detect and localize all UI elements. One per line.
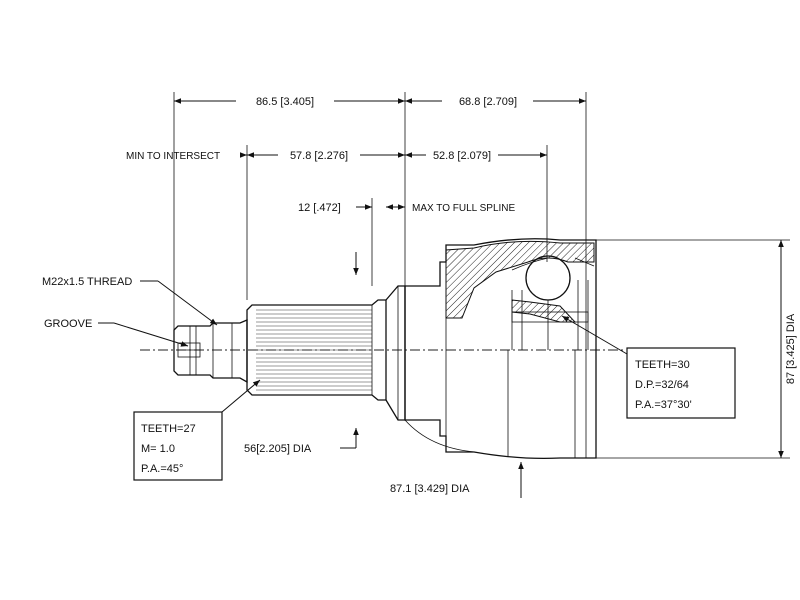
bell-housing <box>404 238 597 460</box>
thread-label: M22x1.5 THREAD <box>42 276 132 288</box>
extension-lines <box>173 92 790 459</box>
right-pressure-angle-text: P.A.=37°30' <box>635 399 692 411</box>
max-full-spline-text: MAX TO FULL SPLINE <box>412 203 516 214</box>
dimension-dia-87-1: 87.1 [3.429] DIA <box>390 462 524 498</box>
dim-spline-length-text: 52.8 [2.079] <box>433 150 491 162</box>
dimension-dia-56: 56[2.205] DIA <box>244 252 359 455</box>
groove-label: GROOVE <box>44 318 92 330</box>
dimension-min-to-intersect: MIN TO INTERSECT 57.8 [2.276] <box>126 150 405 162</box>
dim-height-text: 87 [3.425] DIA <box>785 313 797 384</box>
threaded-end <box>173 319 248 384</box>
dim-spline-offset-text: 12 [.472] <box>298 202 341 214</box>
dim-dia-87-1-text: 87.1 [3.429] DIA <box>390 483 470 495</box>
thread-callout: M22x1.5 THREAD <box>42 276 218 326</box>
dim-overall-left-text: 86.5 [3.405] <box>256 96 314 108</box>
min-to-intersect-label: MIN TO INTERSECT <box>126 151 220 162</box>
dim-dia-56-text: 56[2.205] DIA <box>244 443 312 455</box>
dimension-spline-offset: 12 [.472] MAX TO FULL SPLINE <box>298 202 516 214</box>
right-spline-spec-box: TEETH=30 D.P.=32/64 P.A.=37°30' <box>561 315 736 419</box>
hub-neck <box>385 285 406 421</box>
left-spline-spec-box: TEETH=27 M= 1.0 P.A.=45° <box>133 379 261 481</box>
inner-race-assembly <box>511 255 595 350</box>
right-dp-text: D.P.=32/64 <box>635 379 689 391</box>
right-teeth-text: TEETH=30 <box>635 359 690 371</box>
cage-section <box>511 299 577 323</box>
dim-min-to-intersect-text: 57.8 [2.276] <box>290 150 348 162</box>
left-teeth-text: TEETH=27 <box>141 423 196 435</box>
housing-section-hatch <box>445 240 595 319</box>
dimension-overall-right: 68.8 [2.709] <box>405 96 586 108</box>
ball <box>525 255 571 301</box>
dimension-height: 87 [3.425] DIA <box>778 240 797 458</box>
dimension-overall-left: 86.5 [3.405] <box>174 96 405 108</box>
left-pressure-angle-text: P.A.=45° <box>141 463 183 475</box>
dimension-spline-length: 52.8 [2.079] <box>405 150 547 162</box>
groove-callout: GROOVE <box>44 318 189 347</box>
dim-overall-right-text: 68.8 [2.709] <box>459 96 517 108</box>
left-module-text: M= 1.0 <box>141 443 175 455</box>
outer-spline-shaft <box>246 299 387 401</box>
